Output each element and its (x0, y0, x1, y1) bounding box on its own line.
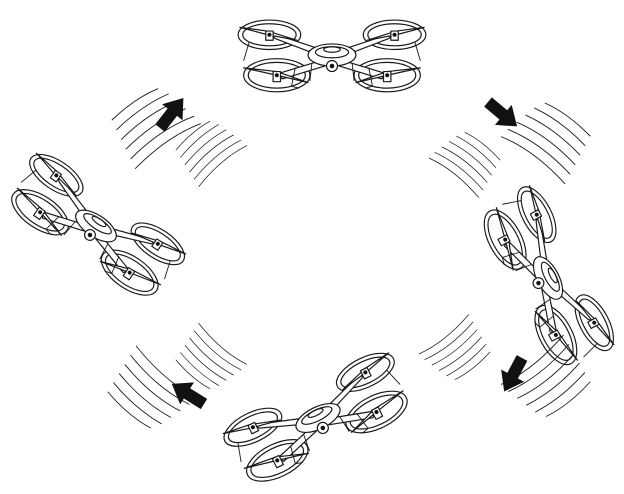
arrow-icon (150, 90, 194, 136)
motion-lines-top-right-inner (425, 128, 503, 200)
arrow-top-right (480, 92, 526, 136)
quadcopter-drone-icon (218, 345, 418, 492)
arrow-icon (480, 92, 526, 136)
drone-bottom (218, 345, 418, 492)
motion-lines-top-left-inner (172, 116, 252, 190)
drone-left (0, 146, 191, 307)
quadcopter-drone-icon (238, 20, 426, 92)
arrow-left-top (150, 90, 194, 136)
arrow-icon (493, 352, 534, 398)
motion-lines-icon (172, 116, 252, 190)
quadcopter-drone-icon (473, 181, 621, 376)
motion-lines-icon (415, 312, 493, 384)
arrow-right-bottom (493, 352, 534, 398)
drone-right (473, 181, 621, 376)
drone-top (238, 20, 426, 92)
motion-lines-icon (110, 86, 203, 170)
motion-lines-top-left (110, 86, 203, 170)
motion-lines-bottom-right-inner (415, 312, 493, 384)
quadcopter-drone-icon (0, 146, 191, 307)
motion-lines-icon (425, 128, 503, 200)
